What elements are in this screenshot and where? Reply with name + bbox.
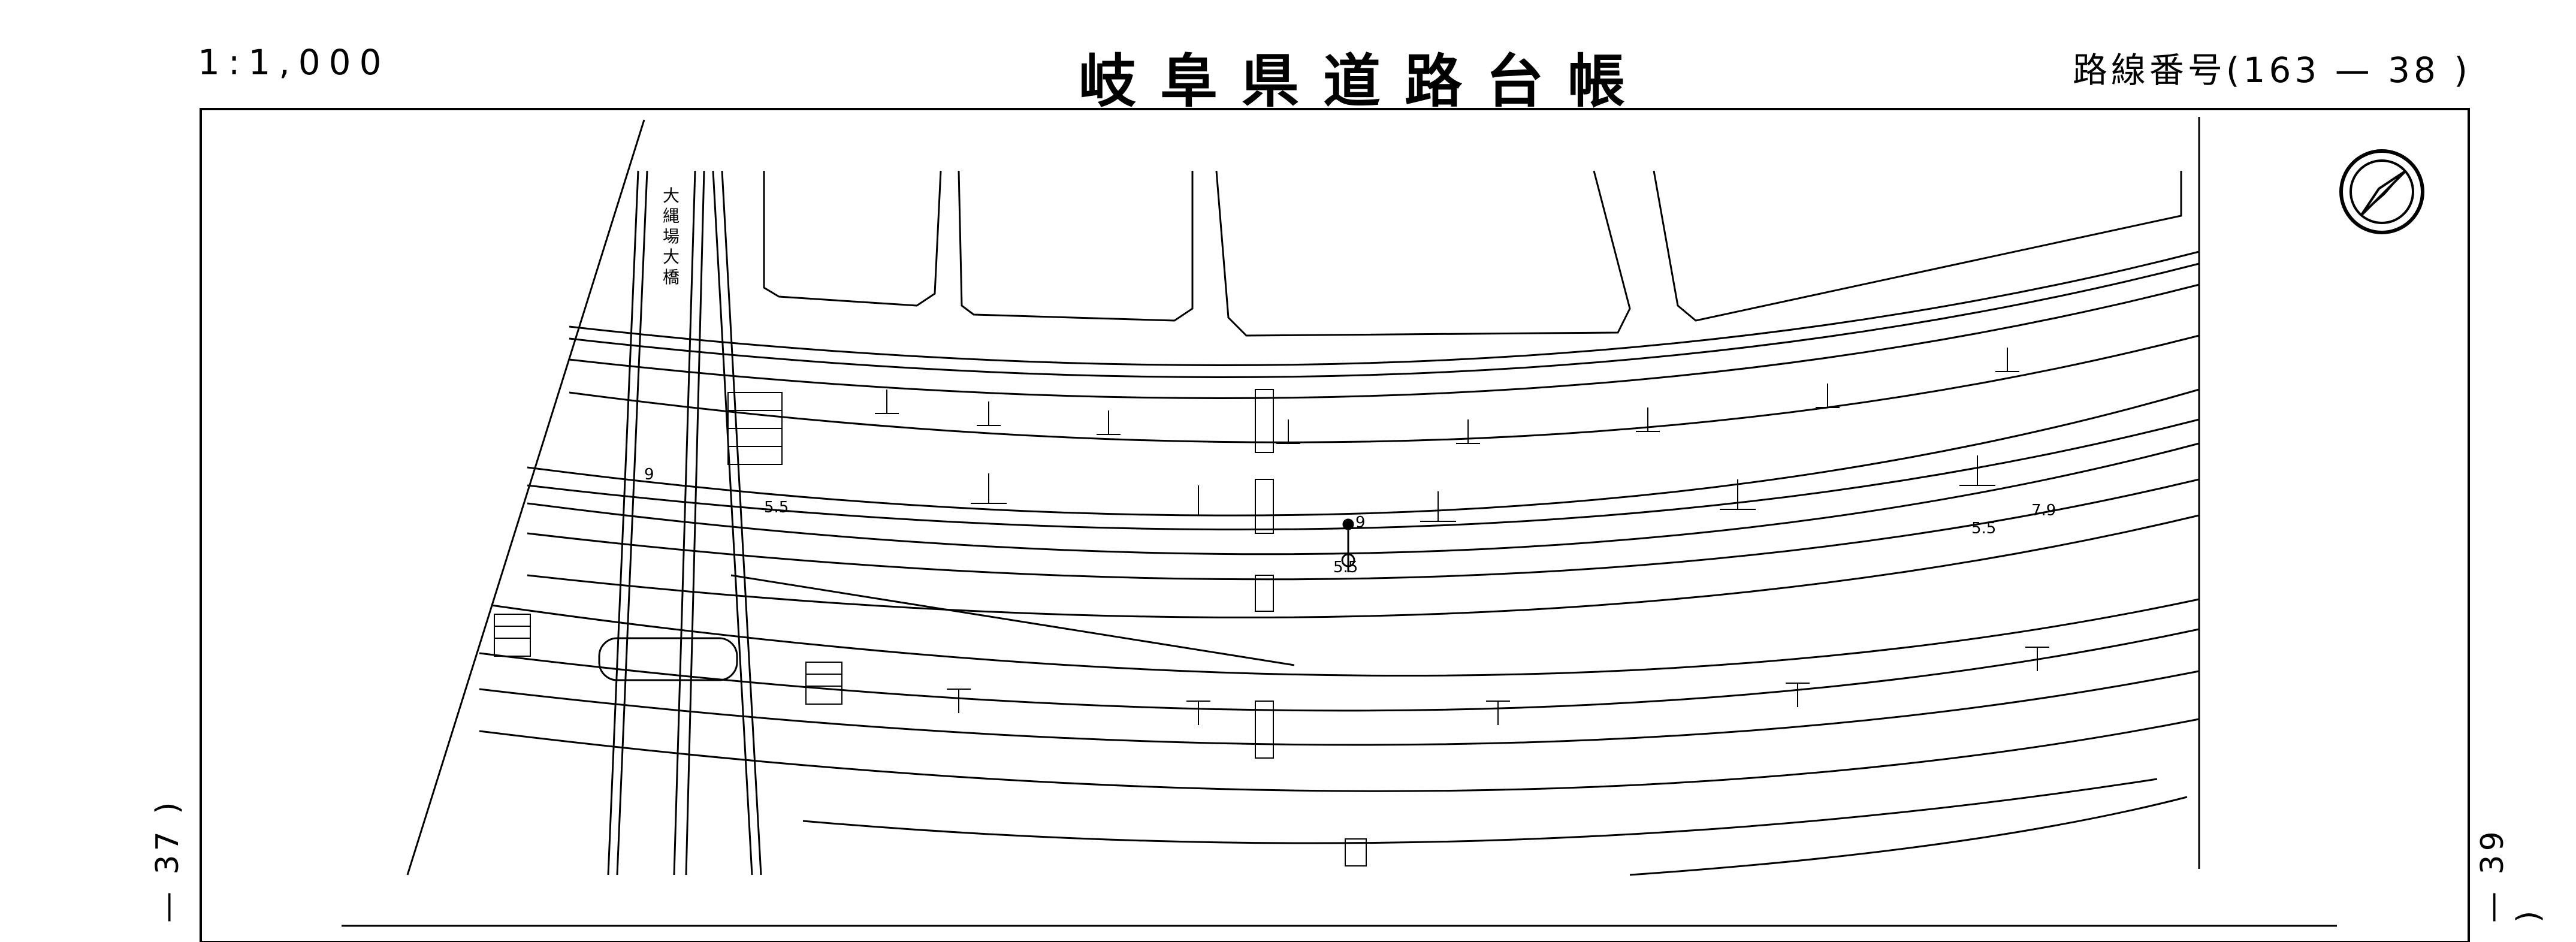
dimension-label: 5.5 (764, 499, 789, 517)
dimension-label: 5.5 (1333, 558, 1358, 576)
dimension-label: 9 (644, 466, 654, 484)
field-plots (763, 170, 2182, 337)
dimension-label: 5.5 (1971, 520, 1996, 538)
scale-label: 1:1,000 (198, 42, 390, 83)
bridge-label: 大縄場大橋 (662, 186, 680, 287)
main-road (479, 250, 2200, 876)
dimension-label: 9 (1355, 514, 1366, 532)
survey-point-icon (1341, 518, 1355, 572)
map-frame (200, 108, 2470, 942)
slope-marks (875, 348, 2049, 725)
culvert (598, 637, 738, 681)
north-arrow-icon (2339, 149, 2424, 234)
bridge-road (607, 170, 762, 875)
revetment-blocks (494, 389, 1367, 866)
dimension-label: 7.9 (2031, 502, 2056, 520)
route-number: 路線番号(163 — 38 ) (2072, 50, 2471, 90)
page-title: 岐阜県道路台帳 (1079, 48, 1649, 115)
dimension-labels: 9 5.5 5.5 9 5.5 7.9 (644, 466, 2056, 576)
